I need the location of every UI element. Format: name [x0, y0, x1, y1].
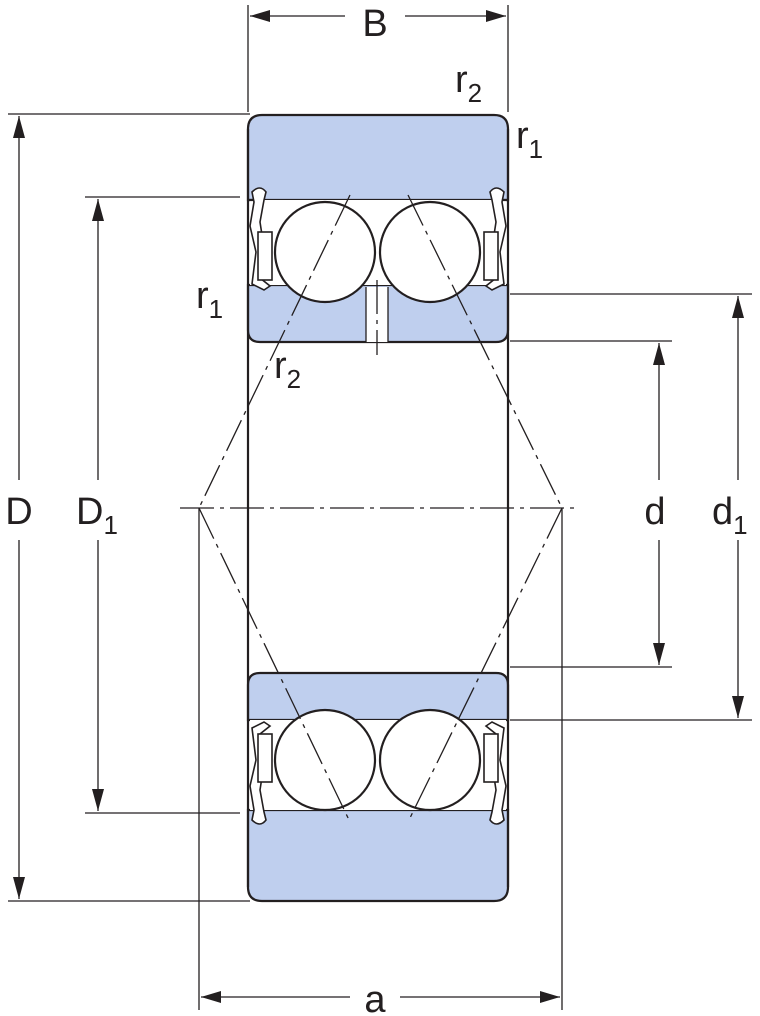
ball-bottom-left — [273, 708, 377, 812]
dimension-B: B — [247, 3, 509, 112]
radius-labels: r2 r1 r1 r2 — [196, 59, 543, 394]
label-r2-top: r2 — [455, 59, 482, 108]
bearing-body — [246, 113, 510, 903]
dimension-d1: d1 — [510, 293, 752, 721]
label-D1: D1 — [76, 491, 118, 540]
dimension-d: d — [510, 340, 672, 668]
label-B: B — [362, 3, 387, 45]
label-D: D — [5, 491, 32, 533]
top-outer-ring — [246, 113, 510, 202]
contact-angle-lines — [180, 194, 580, 823]
ball-top-right — [378, 200, 482, 304]
ball-bottom-right — [378, 708, 482, 812]
label-r2-inner: r2 — [274, 345, 301, 394]
label-r1-top: r1 — [516, 115, 543, 164]
label-d: d — [644, 491, 665, 533]
dimension-a: a — [198, 508, 563, 1016]
dimension-D1: D1 — [76, 196, 240, 814]
ball-top-left — [273, 200, 377, 304]
lubrication-hole — [366, 287, 388, 342]
dimension-D: D — [5, 113, 250, 902]
label-d1: d1 — [712, 491, 748, 540]
label-r1-inner: r1 — [196, 275, 223, 324]
label-a: a — [364, 979, 386, 1016]
bottom-outer-ring — [246, 808, 510, 903]
